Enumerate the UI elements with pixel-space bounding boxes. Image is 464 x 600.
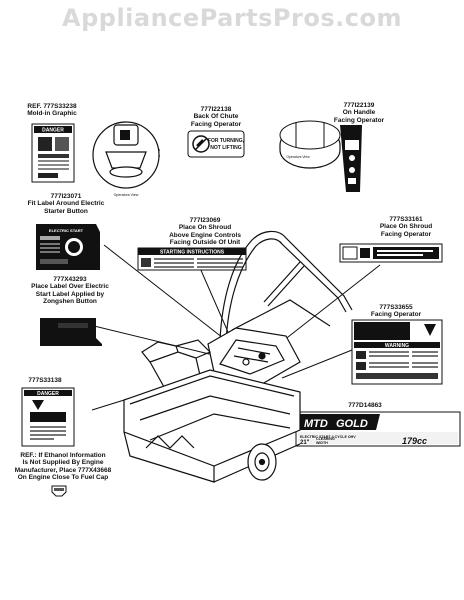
callout-line: 777I22139 xyxy=(343,102,375,109)
warning-text: WARNING xyxy=(385,343,409,349)
callout-777i22139: 777I22139 On Handle Facing Operator xyxy=(326,102,392,124)
callout-line: Facing Operator xyxy=(380,230,432,238)
operators-view-text: Operators View xyxy=(114,193,139,197)
mtd-text: MTD xyxy=(304,418,328,430)
callout-line: Mold-in Graphic xyxy=(27,110,77,118)
callout-line: Facing Operator xyxy=(190,120,242,128)
callout-line: Place On Shroud xyxy=(178,224,232,232)
chute-view: Operators View xyxy=(92,121,160,197)
callout-777s33655: 777S33655 Facing Operator xyxy=(364,304,428,319)
danger-text: DANGER xyxy=(42,128,64,134)
gold-text: GOLD xyxy=(336,418,368,430)
callout-line: Place On Shroud xyxy=(379,223,433,231)
callout-line: Facing Operator xyxy=(333,116,385,124)
callout-line: 777X43293 xyxy=(53,276,87,283)
decal-777x43293 xyxy=(40,318,102,346)
callout-line: Fit Label Around Electric xyxy=(27,200,105,208)
decal-777s33655: WARNING xyxy=(351,319,443,385)
decal-777i23069: STARTING INSTRUCTIONS xyxy=(137,247,247,271)
callout-line: Is Not Supplied By Engine xyxy=(22,459,104,467)
callout-line: Back Of Chute xyxy=(193,113,239,121)
clearing-21-text: 21" xyxy=(300,440,310,446)
callout-line: Above Engine Controls xyxy=(169,231,241,239)
operators-view-text-2: Operators View xyxy=(286,155,310,159)
danger-text-2: DANGER xyxy=(37,391,59,397)
decal-777s33238: DANGER xyxy=(31,123,75,183)
turning-text-2: NOT LIFTING xyxy=(210,145,241,151)
callout-ref-ethanol: REF.: If Ethanol Information Is Not Supp… xyxy=(8,452,118,482)
decal-777s33138: DANGER xyxy=(21,387,75,447)
clearing-text: CLEARING xyxy=(316,437,335,441)
callout-777i23069: 777I23069 Place On Shroud Above Engine C… xyxy=(160,217,250,247)
callout-line: Manufacturer, Place 777X43668 xyxy=(14,466,112,474)
callout-line: Facing Operator xyxy=(370,311,422,319)
callout-line: Starter Button xyxy=(44,207,88,215)
callout-line: 777S33138 xyxy=(28,377,62,384)
decal-777d14863: MTD GOLD ELECTRIC START 4 CYCLE OHV 21" … xyxy=(295,411,461,447)
callout-line: 777I23069 xyxy=(189,217,221,224)
callout-line: REF.: If Ethanol Information xyxy=(20,452,106,459)
electric-cycle-text: ELECTRIC START 4 CYCLE OHV xyxy=(300,435,356,439)
callout-line: Facing Outside Of Unit xyxy=(169,239,241,247)
callout-777x43293: 777X43293 Place Label Over Electric Star… xyxy=(20,276,120,306)
width-text: WIDTH xyxy=(316,441,328,445)
callout-line: Place Label Over Electric xyxy=(31,283,109,291)
snow-thrower xyxy=(123,230,353,483)
callout-line: Start Label Applied by xyxy=(35,290,105,298)
callout-777s33138: 777S33138 xyxy=(20,377,70,384)
callout-777s33238: REF. 777S33238 Mold-in Graphic xyxy=(22,103,82,118)
starting-instructions-text: STARTING INSTRUCTIONS xyxy=(160,250,225,256)
callout-line: 777I23071 xyxy=(50,193,82,200)
handle-view: Operators View xyxy=(279,120,362,192)
callout-line: On Engine Close To Fuel Cap xyxy=(17,474,109,482)
callout-line: 777S33161 xyxy=(389,216,423,223)
callout-line: 777I22138 xyxy=(200,106,232,113)
callout-line: On Handle xyxy=(342,109,376,117)
callout-line: REF. 777S33238 xyxy=(27,103,77,110)
fuel-cap-label xyxy=(51,485,67,497)
callout-777d14863: 777D14863 xyxy=(340,402,390,409)
callout-line: Zongshen Button xyxy=(43,298,97,306)
callout-line: 777D14863 xyxy=(348,402,382,409)
cc-text: 179cc xyxy=(402,436,427,446)
decal-777i22138: FOR TURNING, NOT LIFTING xyxy=(187,130,245,158)
callout-777s33161: 777S33161 Place On Shroud Facing Operato… xyxy=(370,216,442,238)
turning-text-1: FOR TURNING, xyxy=(208,138,245,144)
decal-777s33161 xyxy=(339,243,443,263)
watermark: AppliancePartsPros.com xyxy=(62,4,402,32)
decal-777i23071: ELECTRIC START xyxy=(36,224,100,270)
callout-777i22138: 777I22138 Back Of Chute Facing Operator xyxy=(181,106,251,128)
callout-line: 777S33655 xyxy=(379,304,413,311)
callout-777i23071: 777I23071 Fit Label Around Electric Star… xyxy=(16,193,116,215)
electric-start-text: ELECTRIC START xyxy=(49,228,84,233)
